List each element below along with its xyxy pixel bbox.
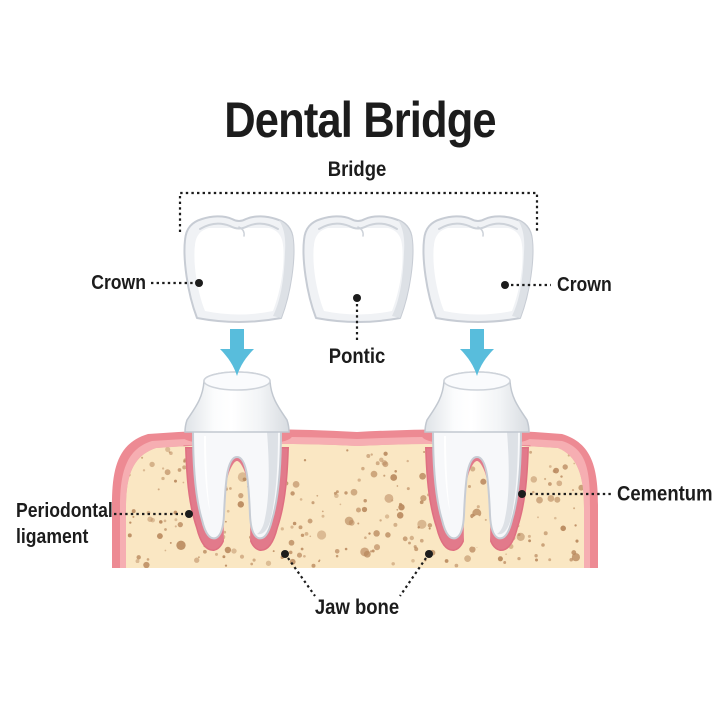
down-arrow-icon-left — [220, 329, 254, 376]
abutment-tooth-left — [184, 371, 290, 540]
annotation-lines — [114, 191, 612, 597]
page-title: Dental Bridge — [224, 92, 496, 148]
jaw-bone-label: Jaw bone — [314, 596, 400, 619]
cementum-label: Cementum — [617, 482, 713, 506]
bridge-crown-left — [183, 215, 295, 323]
annotation-dots — [185, 279, 526, 558]
down-arrow-icon-right — [460, 329, 494, 376]
bridge-bracket — [178, 191, 539, 232]
abutment-tooth-right — [424, 371, 530, 540]
bridge-label: Bridge — [327, 158, 387, 181]
crown-left-label: Crown — [91, 272, 146, 294]
crown-right-label: Crown — [557, 274, 612, 296]
jaw-bone-graphic — [112, 426, 598, 568]
pontic-label: Pontic — [328, 345, 386, 368]
periodontal-ligament-label: Periodontal ligament — [16, 500, 113, 548]
bridge-crown-right — [422, 215, 534, 323]
